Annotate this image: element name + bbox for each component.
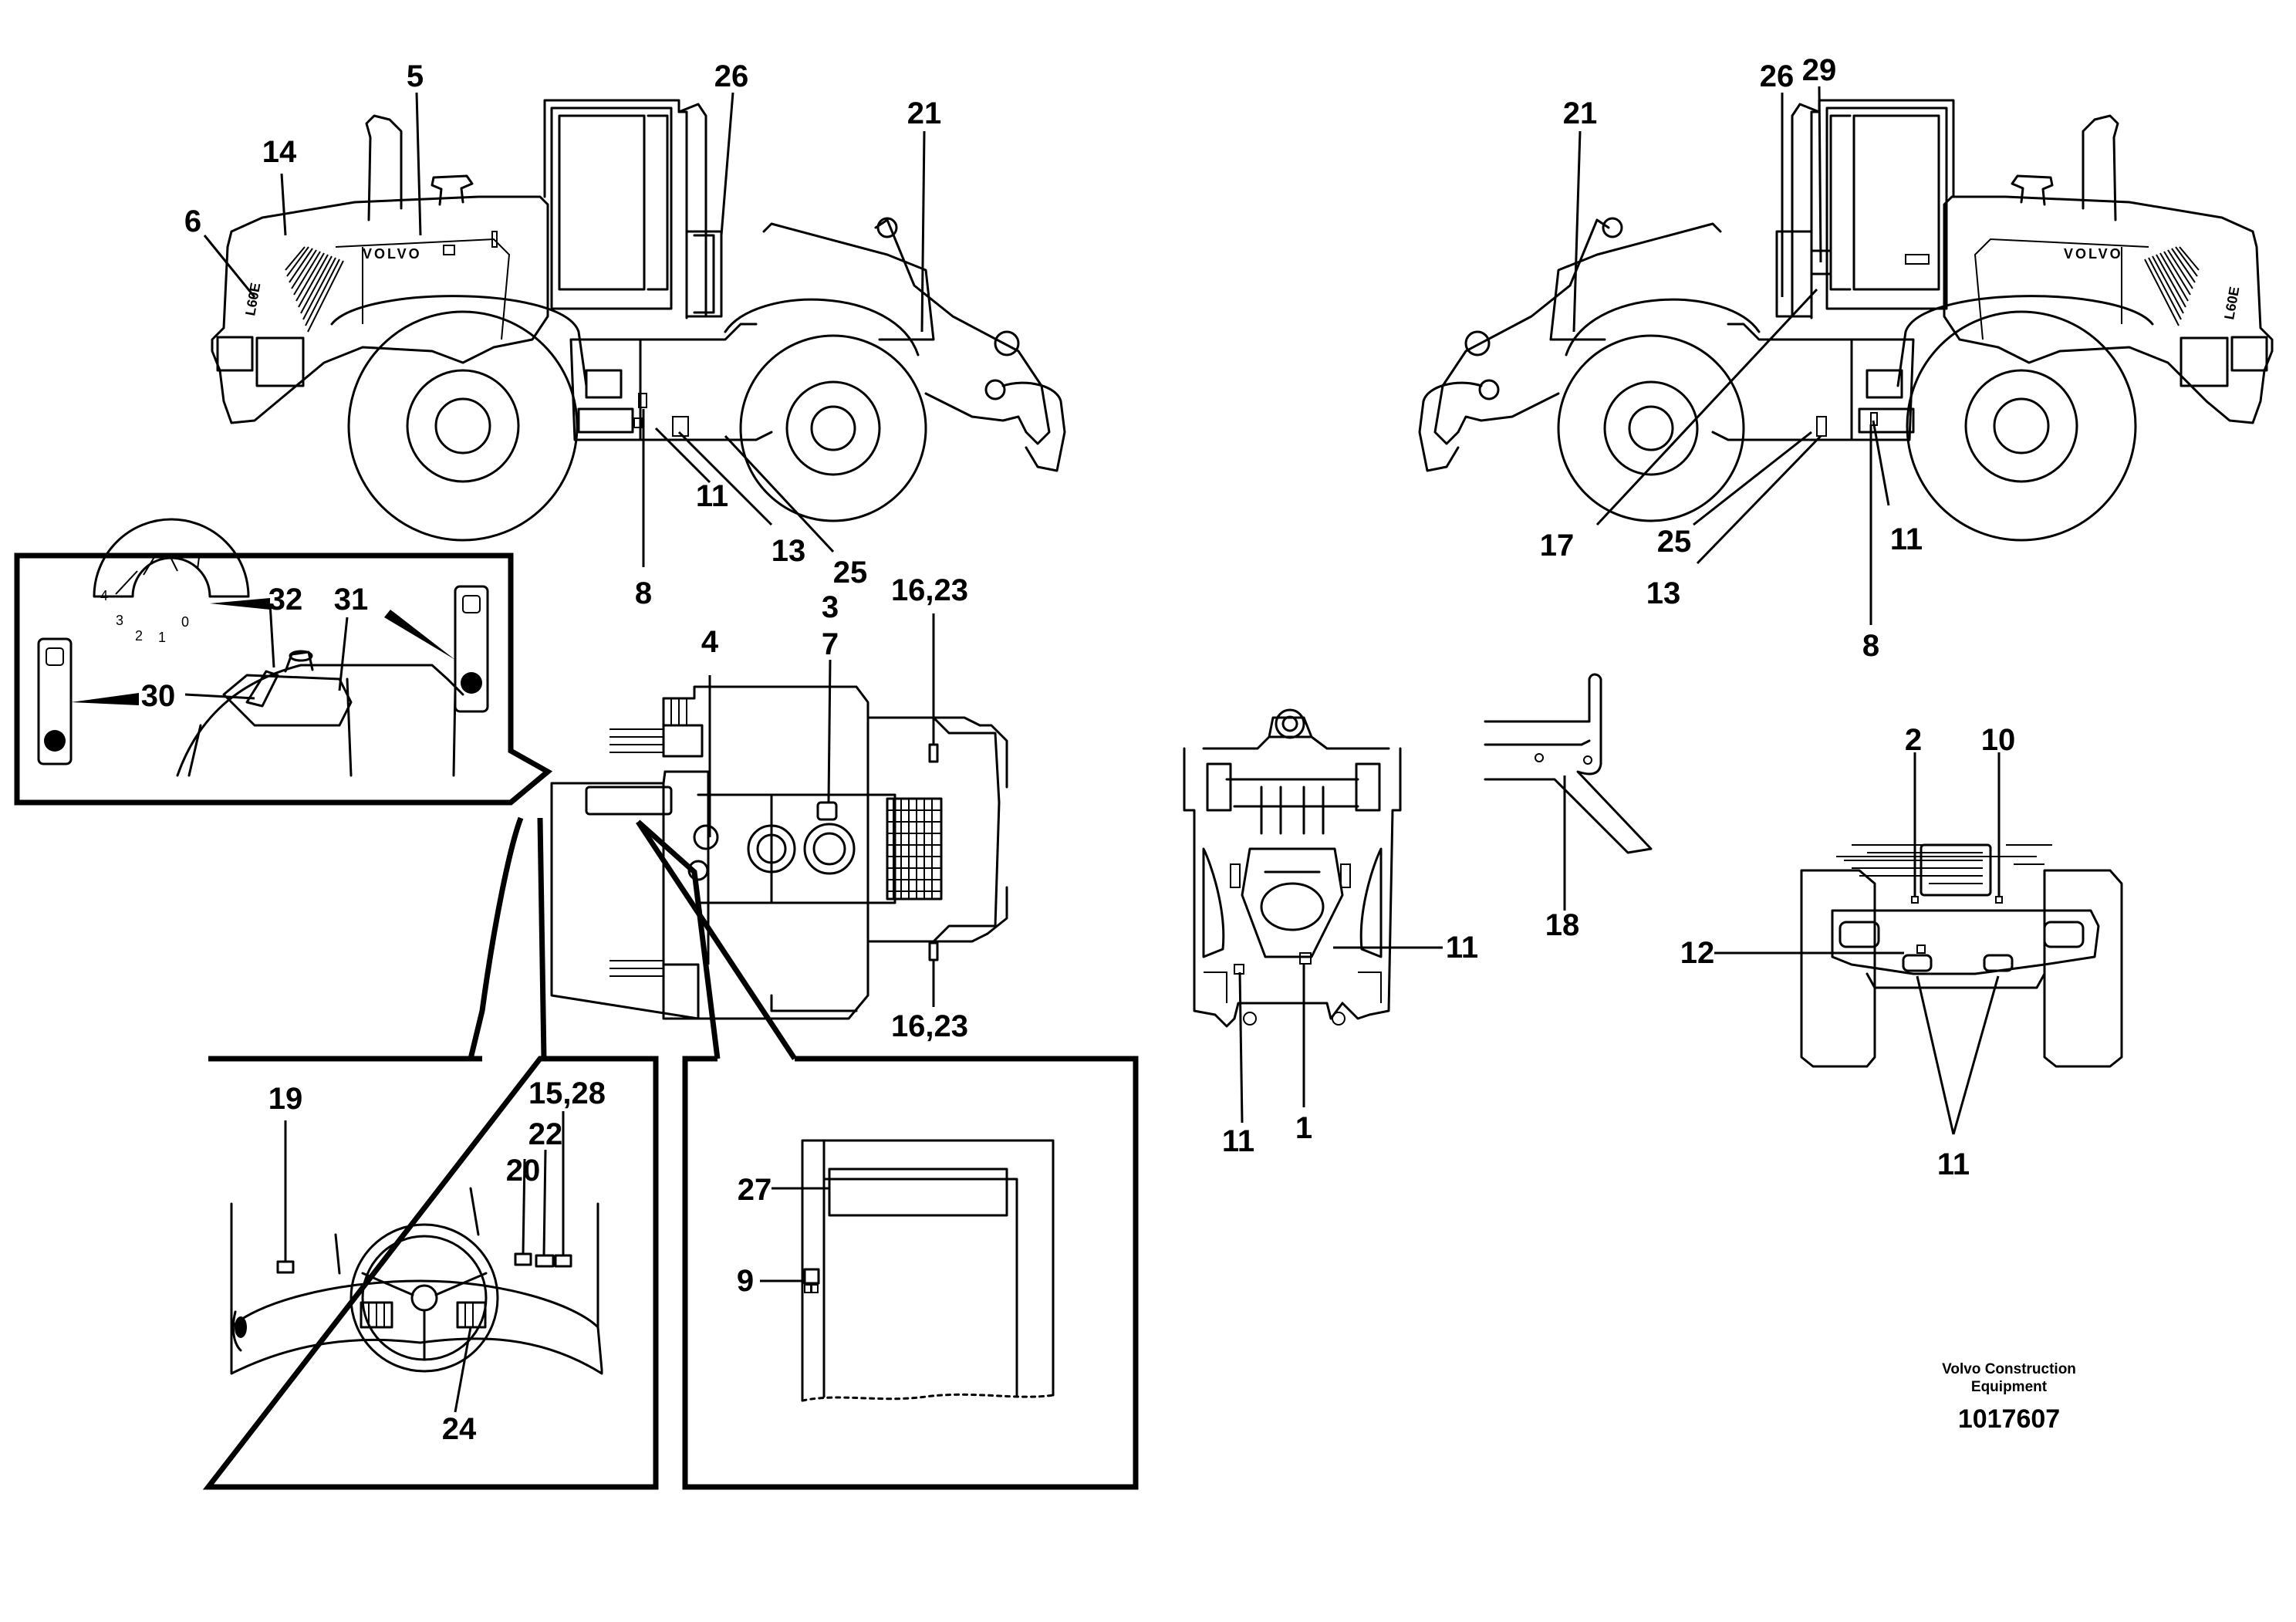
label-18: 18 [1545, 908, 1580, 942]
credit-line-1: Volvo Construction [1942, 1361, 2076, 1377]
label-26-left: 26 [714, 59, 749, 93]
label-31: 31 [334, 583, 369, 617]
label-19: 19 [268, 1082, 303, 1116]
rear-view: 2 10 12 11 [1680, 723, 2123, 1181]
label-13-left: 13 [772, 534, 806, 568]
label-2: 2 [1905, 723, 1922, 757]
label-1: 1 [1295, 1111, 1312, 1145]
label-4: 4 [701, 625, 719, 659]
steering-callout: 19 15,28 22 20 24 [202, 1056, 659, 1490]
label-16-23-top: 16,23 [891, 573, 968, 607]
drawing-id: 1017607 [1958, 1404, 2060, 1434]
label-16-23-bottom: 16,23 [891, 1009, 968, 1043]
label-21-left: 21 [907, 96, 942, 130]
label-11-frame-bottom: 11 [1222, 1124, 1254, 1158]
dial-num-2: 2 [135, 628, 143, 644]
credit-line-2: Equipment [1971, 1379, 2048, 1395]
callout-connectors [468, 816, 797, 1060]
label-5: 5 [407, 59, 424, 93]
right-side-view: VOLVO L60E 21 26 29 17 25 13 11 8 [1418, 53, 2274, 663]
bucket-detail: 18 [1484, 673, 1653, 942]
label-12: 12 [1680, 936, 1715, 970]
dial-num-4: 4 [100, 588, 108, 603]
label-27: 27 [738, 1173, 772, 1207]
label-15-28: 15,28 [528, 1076, 606, 1110]
dial-num-0: 0 [181, 614, 189, 630]
door-callout: 27 9 [682, 1056, 1139, 1490]
label-11-rear: 11 [1937, 1147, 1970, 1181]
label-29: 29 [1802, 53, 1837, 87]
left-brand-text: VOLVO [363, 246, 422, 262]
label-7: 7 [822, 627, 839, 661]
label-8-right: 8 [1862, 629, 1879, 663]
label-24: 24 [442, 1412, 477, 1446]
lever-callout: 4 3 2 1 0 [14, 518, 553, 806]
label-25-right: 25 [1657, 525, 1692, 559]
label-3: 3 [822, 590, 839, 624]
top-view: 4 3 7 16,23 16,23 [550, 573, 1008, 1043]
label-26-right: 26 [1760, 59, 1795, 93]
right-brand-text: VOLVO [2064, 246, 2123, 262]
label-22: 22 [528, 1117, 563, 1151]
label-10: 10 [1981, 723, 2016, 757]
label-32: 32 [268, 583, 303, 617]
label-21-right: 21 [1563, 96, 1598, 130]
label-8-left: 8 [635, 576, 652, 610]
decal-dial-icon: 4 3 2 1 0 [93, 518, 250, 645]
right-model-text: L60E [2221, 286, 2242, 321]
label-13-right: 13 [1646, 576, 1681, 610]
label-11-left: 11 [696, 479, 728, 513]
label-9: 9 [737, 1264, 754, 1298]
decal-lever-down-icon [37, 637, 73, 765]
left-side-view: VOLVO L60E 5 26 21 14 6 11 13 25 8 [184, 59, 1066, 610]
label-14: 14 [262, 135, 297, 169]
label-20: 20 [506, 1154, 541, 1188]
frame-view: 11 1 11 [1183, 708, 1478, 1158]
label-11-right: 11 [1890, 522, 1923, 556]
label-17: 17 [1540, 529, 1575, 563]
dial-num-3: 3 [116, 613, 123, 628]
label-6: 6 [184, 204, 201, 238]
label-11-frame-right: 11 [1446, 931, 1478, 965]
dial-num-1: 1 [158, 630, 166, 645]
label-25-left: 25 [833, 556, 868, 590]
decal-lever-up-icon [454, 585, 489, 713]
label-30: 30 [141, 679, 176, 713]
